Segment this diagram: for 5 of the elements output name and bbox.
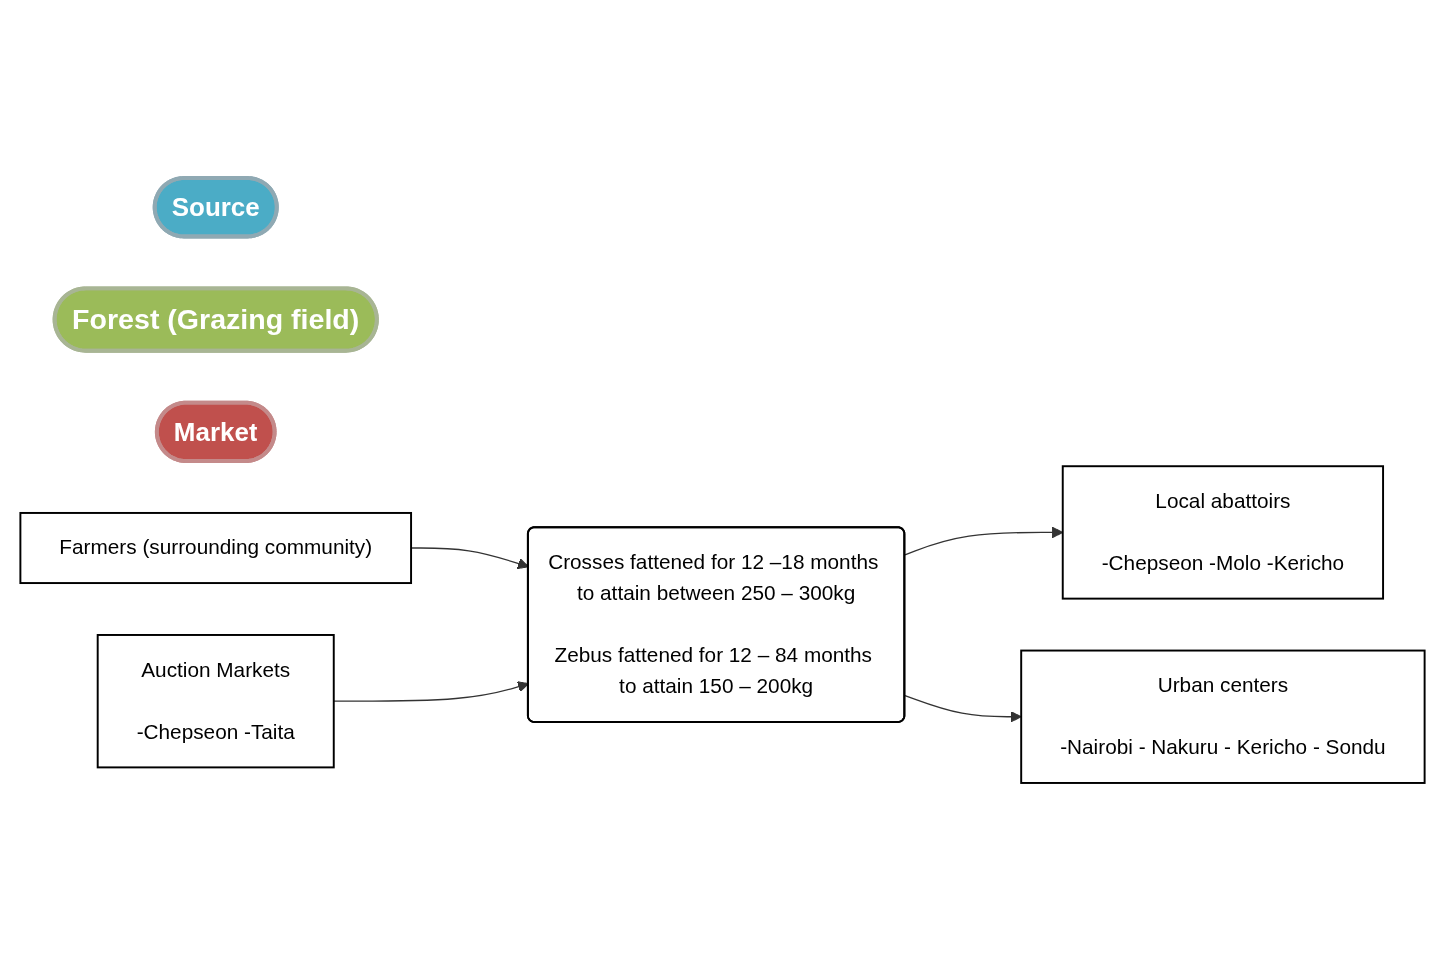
node-box: Urban centers -Nairobi - Nakuru - Kericho - Sondu — [1020, 649, 1426, 784]
node-box: Auction Markets -Chepseon -Taita — [96, 634, 335, 769]
node-box: Farmers (surrounding community) — [19, 511, 413, 585]
arrow — [904, 694, 1022, 723]
node-box: Local abattoirs -Chepseon -Molo -Kericho — [1061, 465, 1385, 600]
